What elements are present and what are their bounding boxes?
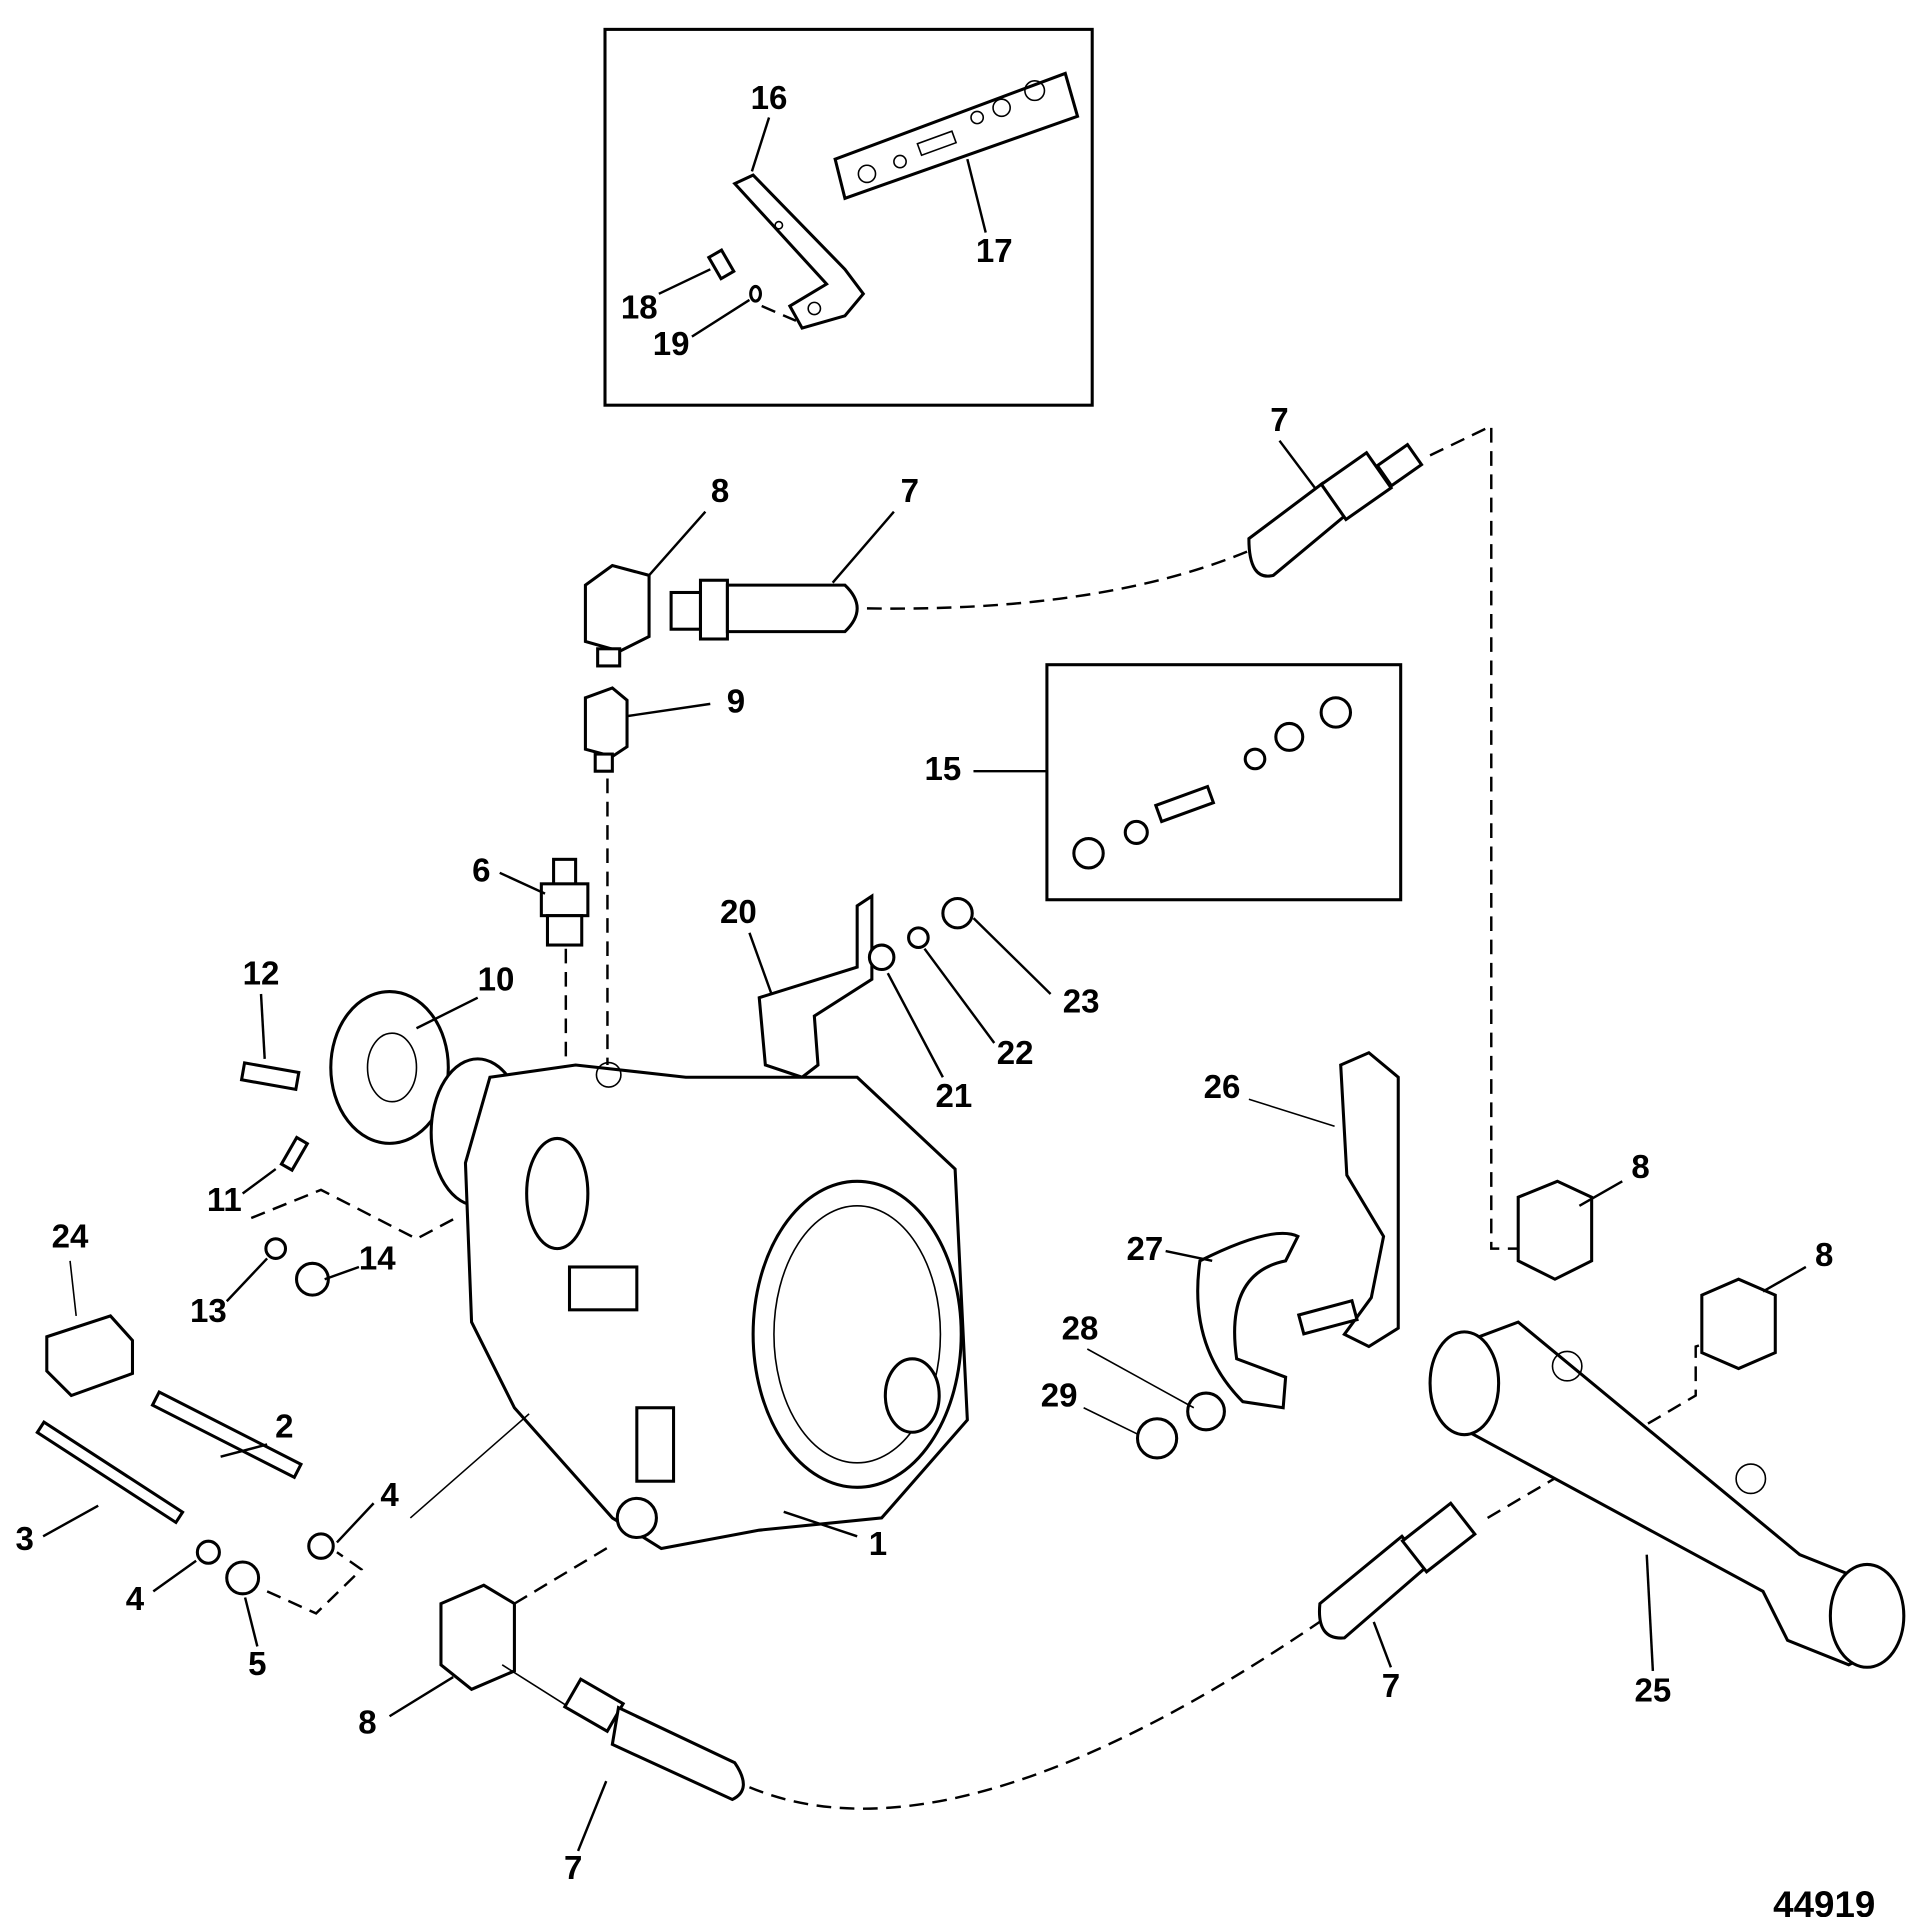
- callout-29: 29: [1041, 1378, 1078, 1415]
- callout-labels: 16 17 18 19 7 8 7 9 15 6 20 23 22 21 12 …: [16, 80, 1834, 1887]
- callout-8: 8: [1815, 1237, 1833, 1274]
- callout-4: 4: [126, 1581, 145, 1618]
- callout-12: 12: [243, 955, 280, 992]
- sensor-6: [539, 857, 590, 947]
- callout-7: 7: [564, 1850, 582, 1887]
- callout-17: 17: [976, 233, 1013, 270]
- callout-8: 8: [711, 473, 729, 510]
- elbow-thread: [596, 647, 622, 668]
- callout-9: 9: [727, 684, 745, 721]
- washer-28: [1186, 1391, 1226, 1432]
- elbow-fitting-8-lower: [439, 1583, 516, 1692]
- callout-19: 19: [653, 326, 690, 363]
- callout-15: 15: [924, 751, 961, 788]
- washer-4-right: [307, 1532, 335, 1560]
- callout-24: 24: [52, 1219, 89, 1256]
- callout-25: 25: [1634, 1673, 1671, 1710]
- callout-21: 21: [935, 1078, 972, 1115]
- callout-20: 20: [720, 894, 757, 931]
- callout-7: 7: [1382, 1668, 1400, 1705]
- callout-1: 1: [869, 1526, 887, 1563]
- nut-5: [225, 1560, 261, 1596]
- inset-box-bracket: [603, 27, 1094, 407]
- hose-fitting-7-right: [1247, 442, 1424, 578]
- callout-8: 8: [358, 1705, 376, 1742]
- nut-23: [941, 896, 974, 930]
- elbow-fitting-8-far-right: [1700, 1277, 1777, 1371]
- cooler-25: [1428, 1320, 1906, 1669]
- elbow-fitting-8-right: [1516, 1179, 1594, 1281]
- screw-18: [706, 248, 736, 281]
- callout-7: 7: [1270, 402, 1288, 439]
- callout-13: 13: [190, 1293, 227, 1330]
- callout-26: 26: [1204, 1069, 1241, 1106]
- callout-16: 16: [751, 80, 788, 117]
- figure-number: 44919: [1773, 1884, 1875, 1917]
- hose-fitting-7-upper: [669, 578, 859, 641]
- inset-box-hardware-kit: [1045, 663, 1403, 902]
- callout-28: 28: [1062, 1310, 1099, 1347]
- callout-2: 2: [275, 1408, 293, 1445]
- nut-29: [1135, 1417, 1179, 1460]
- clamp-27: [1196, 1231, 1300, 1410]
- hardware-strip-17: [833, 71, 1080, 201]
- plug-24: [45, 1314, 135, 1398]
- washer-4-left: [195, 1539, 221, 1565]
- elbow-fitting-8: [583, 563, 651, 653]
- clamp-stud: [1296, 1298, 1359, 1336]
- screw-11: [279, 1135, 310, 1173]
- transmission-housing-1: [429, 1057, 969, 1551]
- hose-fitting-7-lower-right: [1317, 1501, 1477, 1640]
- hose-fitting-7-lower: [562, 1677, 745, 1802]
- callout-10: 10: [478, 961, 515, 998]
- bolt-2: [150, 1389, 304, 1480]
- washer-19: [749, 284, 762, 303]
- washer-13: [264, 1237, 288, 1260]
- bracket-20: [757, 893, 874, 1079]
- bracket-16: [732, 173, 866, 330]
- callout-7: 7: [901, 473, 919, 510]
- hardware-kit-15: [1072, 696, 1353, 870]
- callout-22: 22: [997, 1035, 1034, 1072]
- leader-lines: [42, 117, 1807, 1852]
- callout-18: 18: [621, 289, 658, 326]
- callout-5: 5: [248, 1646, 266, 1683]
- clamp-26: [1339, 1050, 1400, 1349]
- callout-6: 6: [472, 853, 490, 890]
- flange-10: [329, 990, 450, 1145]
- adapter-fitting-9: [583, 686, 629, 759]
- bolt-12: [239, 1061, 301, 1092]
- washer-21: [867, 943, 896, 972]
- lockwasher-22: [907, 926, 930, 950]
- callout-4: 4: [380, 1477, 399, 1514]
- callout-11: 11: [207, 1182, 242, 1219]
- callout-3: 3: [16, 1521, 34, 1558]
- nut-14: [294, 1261, 330, 1297]
- adapter-thread: [593, 752, 614, 773]
- callout-23: 23: [1063, 984, 1100, 1021]
- callout-14: 14: [359, 1241, 396, 1278]
- callout-27: 27: [1126, 1231, 1163, 1268]
- stud-3: [35, 1420, 185, 1525]
- callout-8: 8: [1631, 1149, 1649, 1186]
